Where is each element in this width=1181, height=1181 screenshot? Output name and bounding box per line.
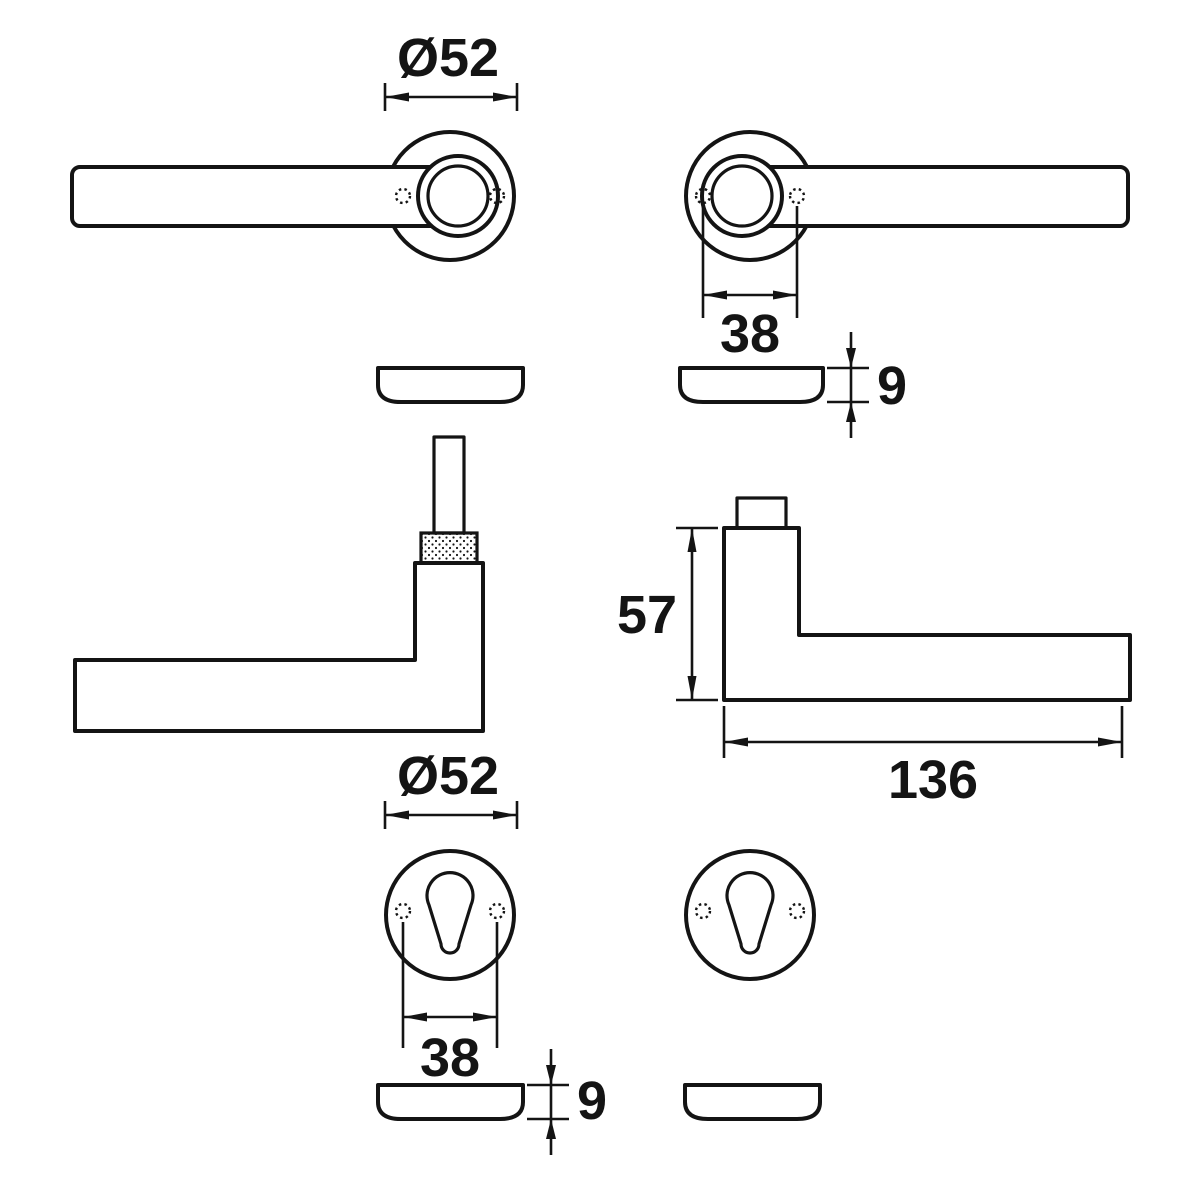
arrowhead-up: [846, 402, 856, 422]
dim-label-top-rosette-diameter: Ø52: [397, 28, 499, 88]
screw-hole-right: [788, 187, 806, 205]
threaded-section: [419, 531, 479, 565]
euro-cylinder-keyhole: [725, 871, 775, 955]
dim-label-bottom-hole-spacing: 38: [420, 1028, 480, 1088]
side-view-right-handle: 57 136: [617, 496, 1132, 810]
dim-label-handle-length: 136: [888, 750, 978, 810]
cylinder-rosette-left: Ø52 38: [383, 746, 519, 1088]
rosette-side-profile-right: [678, 366, 825, 404]
rosette-side-profiles-top: 9: [376, 332, 907, 438]
screw-hole-left: [394, 902, 412, 920]
rosette-side-profiles-bottom: 9: [376, 1049, 822, 1155]
front-view-left-handle: Ø52: [70, 28, 519, 262]
dim-label-top-hole-spacing: 38: [720, 304, 780, 364]
dim-label-bottom-rosette-diameter: Ø52: [397, 746, 499, 806]
handle-profile: [73, 561, 485, 733]
spindle: [432, 435, 466, 535]
escutcheon-side-profile-left: [376, 1083, 525, 1121]
spindle-hub: [735, 496, 788, 530]
euro-cylinder-keyhole: [425, 871, 475, 955]
dim-label-bottom-rosette-thickness: 9: [577, 1071, 607, 1131]
handle-neck-inner: [426, 164, 490, 228]
arrowhead-down: [546, 1065, 556, 1085]
handle-neck-inner: [710, 164, 774, 228]
screw-hole-left: [394, 187, 412, 205]
arrowhead-up: [546, 1119, 556, 1139]
screw-hole-left: [694, 902, 712, 920]
side-view-left-handle: [73, 435, 485, 733]
cylinder-rosette-right: [684, 849, 816, 981]
screw-hole-right: [788, 902, 806, 920]
dimension-38-top: 38: [701, 206, 799, 364]
dim-label-top-rosette-thickness: 9: [877, 356, 907, 416]
handle-profile: [722, 526, 1132, 702]
lever-grip: [70, 165, 460, 228]
arrowhead-down: [846, 348, 856, 368]
escutcheon-side-profile-right: [683, 1083, 822, 1121]
screw-hole-left: [694, 187, 712, 205]
lever-grip: [740, 165, 1130, 228]
front-view-right-handle: [684, 130, 1130, 262]
screw-hole-right: [488, 902, 506, 920]
screw-hole-right: [488, 187, 506, 205]
rosette-side-profile-left: [376, 366, 525, 404]
dim-label-handle-height: 57: [617, 585, 677, 645]
